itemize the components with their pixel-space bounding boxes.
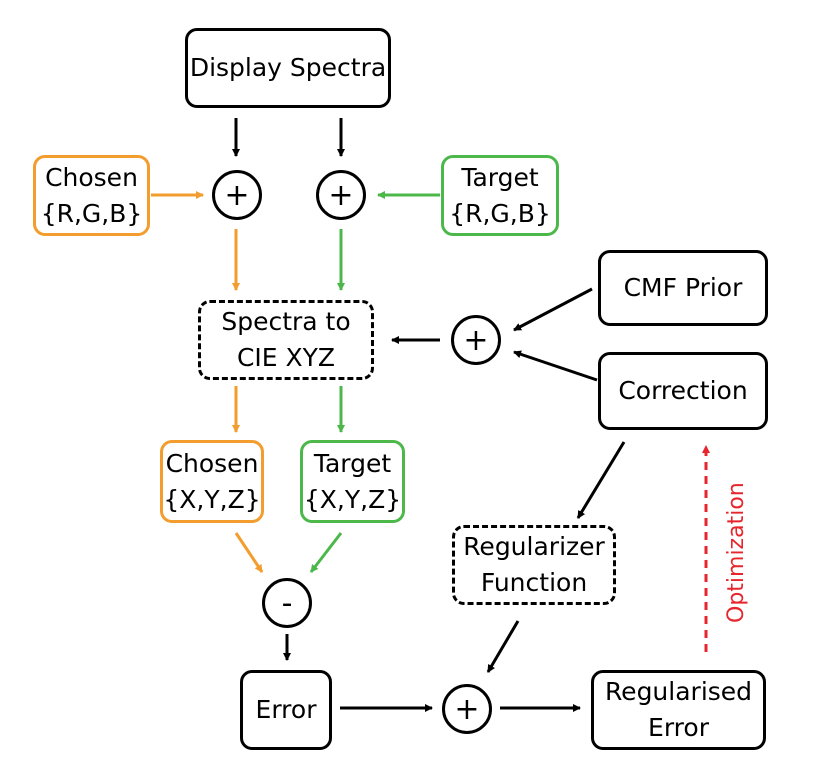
node-cmf-prior: CMF Prior (598, 250, 768, 326)
node-chosen-rgb-line1: Chosen (45, 162, 138, 192)
node-target-xyz: Target {X,Y,Z} (300, 440, 405, 523)
node-display-spectra: Display Spectra (185, 28, 391, 108)
optimization-label: Optimization (724, 482, 749, 623)
plus-op-chosen-symbol: + (224, 177, 250, 213)
plus-op-cmf: + (451, 315, 501, 365)
node-regularizer-line2: Function (480, 568, 588, 597)
node-chosen-rgb-line2: {R,G,B} (40, 198, 143, 228)
node-regularizer: Regularizer Function (452, 525, 616, 605)
node-chosen-xyz: Chosen {X,Y,Z} (160, 440, 264, 523)
node-correction: Correction (598, 352, 768, 430)
node-spectra-to-xyz-line1: Spectra to (221, 307, 351, 336)
node-chosen-xyz-line2: {X,Y,Z} (163, 484, 261, 514)
arrow-cmf-to-plus (513, 287, 593, 332)
node-error-label: Error (255, 695, 317, 724)
node-chosen-rgb: Chosen {R,G,B} (33, 155, 150, 236)
node-target-xyz-line1: Target (313, 448, 392, 478)
arrow-target-xyz-to-minus (309, 532, 343, 573)
node-target-xyz-line2: {X,Y,Z} (303, 484, 402, 514)
plus-op-target: + (316, 170, 366, 220)
node-spectra-to-xyz-line2: CIE XYZ (236, 343, 336, 372)
arrow-regularizer-to-plus (486, 620, 520, 673)
arrow-chosen-xyz-to-minus (234, 532, 264, 573)
node-regularised-error-line2: Error (648, 713, 709, 742)
arrow-correction-to-regularizer (576, 441, 626, 519)
arrow-correction-to-plus (513, 350, 598, 382)
minus-op: - (262, 578, 312, 628)
plus-op-error-symbol: + (454, 691, 480, 727)
plus-op-chosen: + (212, 170, 262, 220)
node-target-rgb: Target {R,G,B} (441, 155, 559, 236)
node-target-rgb-line2: {R,G,B} (449, 198, 551, 228)
node-spectra-to-xyz: Spectra to CIE XYZ (198, 300, 374, 380)
node-cmf-prior-label: CMF Prior (623, 273, 743, 302)
plus-op-error: + (442, 684, 492, 734)
node-correction-label: Correction (618, 376, 748, 405)
plus-op-cmf-symbol: + (463, 322, 489, 358)
node-target-rgb-line1: Target (461, 162, 539, 192)
node-chosen-xyz-line1: Chosen (165, 448, 259, 478)
minus-op-symbol: - (281, 585, 293, 621)
node-display-spectra-label: Display Spectra (189, 53, 387, 82)
node-regularised-error-line1: Regularised (604, 677, 753, 706)
node-regularizer-line1: Regularizer (463, 532, 605, 561)
node-error: Error (240, 670, 332, 750)
node-regularised-error: Regularised Error (591, 670, 766, 750)
plus-op-target-symbol: + (328, 177, 354, 213)
